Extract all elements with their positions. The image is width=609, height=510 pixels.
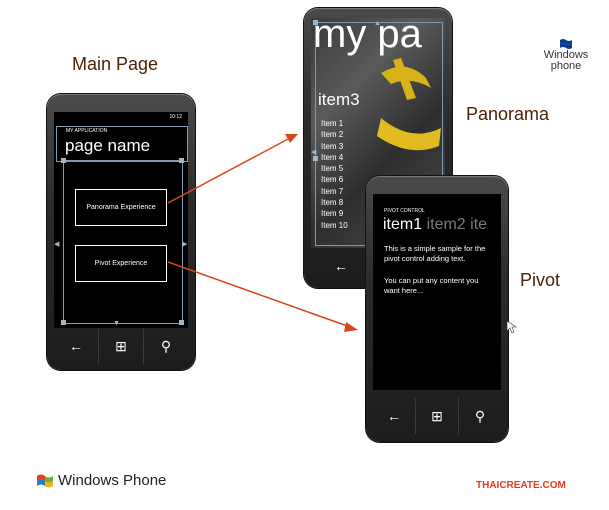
caret-left-icon: ◀ [311,149,317,156]
caption-panorama: Panorama [466,104,550,124]
resize-handle[interactable] [313,20,318,25]
resize-handle[interactable] [61,158,66,163]
list-item[interactable]: Item 9 [321,209,344,219]
pivot-header[interactable]: ite [470,216,488,233]
list-item[interactable]: Item 10 [321,220,348,230]
back-button[interactable]: ← [387,408,401,424]
pivot-headers: item1 item2 ite [383,216,487,234]
list-item[interactable]: Item 4 [321,152,344,162]
main-phone-navbar: ← ⊞ ⚲ [54,328,188,364]
app-title: MY APPLICATION [66,128,108,134]
back-button[interactable]: ← [69,338,83,354]
mouse-cursor-icon [506,320,517,334]
page-title: page name [65,136,151,155]
list-item[interactable]: Item 6 [321,175,344,185]
list-item[interactable]: Item 7 [321,186,344,196]
windows-phone-logo-top: Windows phone [534,38,598,78]
windows-flag-icon [560,39,572,49]
panorama-navbar: ← [311,248,371,284]
arrow-to-pivot [167,261,351,328]
panorama-background-image [377,58,441,151]
caret-down-icon: ▼ [113,320,120,327]
logo-text-phone: phone [550,60,582,72]
logo-text: Windows Phone [58,472,167,489]
back-button[interactable]: ← [334,258,348,274]
panorama-item-list: Item 1 Item 2 Item 3 Item 4 Item 5 Item … [321,118,381,231]
start-button[interactable]: ⊞ [415,398,458,434]
windows-phone-logo-bottom: Windows Phone [36,472,166,489]
search-button[interactable]: ⚲ [143,328,188,364]
arrow-head-icon [285,134,298,143]
caption-pivot: Pivot [520,270,561,290]
caret-up-icon: ▲ [374,20,381,27]
panorama-experience-button[interactable]: Panorama Experience [75,189,167,226]
pivot-body-text-1: This is a simple sample for the pivot co… [384,244,486,263]
caret-right-icon: ▶ [182,241,188,248]
search-button[interactable]: ⚲ [458,398,501,434]
logo-text-windows: Windows [543,49,589,61]
panorama-section-header: item3 [318,90,360,109]
list-item[interactable]: Item 3 [321,141,344,151]
pivot-header[interactable]: item2 [426,216,466,233]
pivot-navbar: ← ⊞ ⚲ [373,398,501,434]
arrow-head-icon [344,322,358,332]
site-name: THAICREATE.COM [476,480,566,491]
pivot-phone: PIVOT CONTROL item1 item2 ite This is a … [366,176,508,442]
arrow-to-panorama [167,137,291,204]
start-button[interactable]: ⊞ [98,328,143,364]
designer-selection-frame [63,160,183,324]
pivot-control-title: PIVOT CONTROL [384,208,425,214]
list-item[interactable]: Item 5 [321,164,344,174]
pivot-screen: PIVOT CONTROL item1 item2 ite This is a … [373,194,501,390]
status-time: 10:12 [169,114,182,120]
resize-handle[interactable] [179,320,184,325]
resize-handle[interactable] [313,156,318,161]
list-item[interactable]: Item 8 [321,198,344,208]
pivot-header-active[interactable]: item1 [383,216,423,233]
main-phone-screen: 10:12 MY APPLICATION page name ▼ ◀ ▶ Pan… [54,112,188,328]
panorama-title: my pa [313,18,422,56]
pivot-experience-button[interactable]: Pivot Experience [75,245,167,282]
caption-main-page: Main Page [72,54,159,74]
main-phone: 10:12 MY APPLICATION page name ▼ ◀ ▶ Pan… [47,94,195,370]
title-panel-frame [56,126,188,162]
windows-flag-icon [37,474,53,487]
resize-handle[interactable] [179,158,184,163]
resize-handle[interactable] [61,320,66,325]
list-item[interactable]: Item 2 [321,130,344,140]
pivot-body-text-2: You can put any content you want here... [384,276,479,295]
caret-left-icon: ◀ [54,241,60,248]
list-item[interactable]: Item 1 [321,119,344,128]
